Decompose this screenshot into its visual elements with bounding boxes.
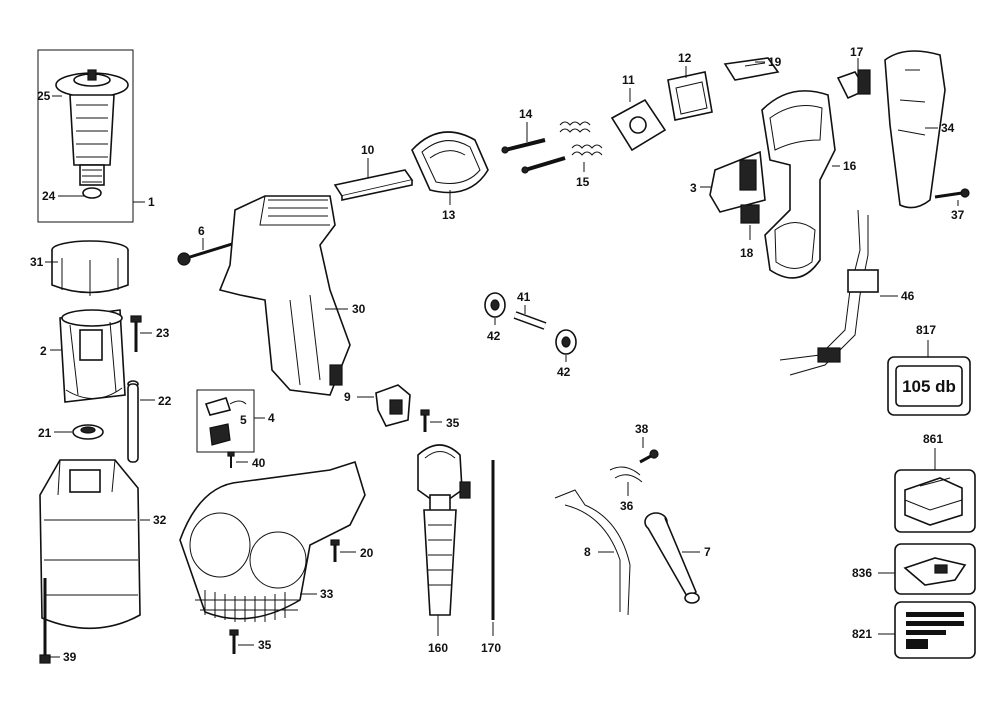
label-24: 24 [42,189,56,203]
wiring-harness-46 [779,209,898,376]
label-22: 22 [158,394,172,408]
cord-protector-7 [644,512,700,604]
label-42a: 42 [487,329,501,343]
gear-case-33 [179,460,366,622]
screw-37 [934,188,970,206]
bar-10 [333,158,414,201]
label-14: 14 [519,107,533,121]
label-13: 13 [442,208,456,222]
label-36: 36 [620,499,634,513]
decal-105db-text: 105 db [902,377,956,396]
label-2: 2 [40,344,47,358]
label-35a: 35 [446,416,460,430]
label-38: 38 [635,422,649,436]
label-9: 9 [344,390,351,404]
clamp-36 [609,466,643,496]
label-25: 25 [37,89,51,103]
label-6: 6 [198,224,205,238]
label-7: 7 [704,545,711,559]
screw-39 [39,578,60,664]
screw-40 [227,451,248,468]
label-35b: 35 [258,638,272,652]
label-21: 21 [38,426,52,440]
label-16: 16 [843,159,857,173]
handle-16 [761,90,840,279]
gear-housing [218,195,351,396]
label-31: 31 [30,255,44,269]
armature-assembly [37,49,145,223]
case-861 [894,448,976,533]
spring-15 [559,121,603,172]
baffle-ring [45,240,129,296]
screw-23 [130,315,152,352]
label-46: 46 [901,289,915,303]
screw-20 [330,539,356,562]
label-39: 39 [63,650,77,664]
label-10: 10 [361,143,375,157]
label-30: 30 [352,302,366,316]
cover-34 [884,50,946,209]
label-861: 861 [923,432,943,446]
label-34: 34 [941,121,955,135]
label-5: 5 [240,413,247,427]
label-17: 17 [850,45,864,59]
label-4: 4 [268,411,275,425]
bearing-42a [484,292,506,325]
bearing-42b [555,329,577,362]
label-817: 817 [916,323,936,337]
plate-11 [610,88,667,152]
label-41: 41 [517,290,531,304]
label-15: 15 [576,175,590,189]
pin-41 [513,305,547,330]
insert-836 [878,543,976,595]
label-11: 11 [622,73,635,87]
bracket-9 [357,384,411,427]
label-19: 19 [768,55,782,69]
screw-38 [639,437,659,464]
switch-assembly-4 [196,389,265,453]
label-160: 160 [428,641,448,655]
block-18 [740,204,760,240]
label-23: 23 [156,326,170,340]
label-8: 8 [584,545,591,559]
label-836: 836 [852,566,872,580]
label-821: 821 [852,627,872,641]
label-42b: 42 [557,365,571,379]
switch-3 [700,150,766,213]
decal-817 [887,340,971,416]
screw-35b [229,629,254,654]
side-handle-160 [417,444,471,636]
field-stator [50,309,126,403]
clip-19 [723,57,780,81]
tube-22 [127,380,155,463]
label-37: 37 [951,208,965,222]
brush-holder-17 [836,58,871,100]
label-32: 32 [153,513,167,527]
label-33: 33 [320,587,334,601]
label-170: 170 [481,641,501,655]
label-20: 20 [360,546,374,560]
label-18: 18 [740,246,754,260]
motor-housing [39,459,150,630]
block-12 [667,66,713,121]
label-plate-821 [878,601,976,659]
boot-13 [411,131,489,205]
screw-6 [177,238,246,266]
label-12: 12 [678,51,692,65]
label-40: 40 [252,456,266,470]
label-1: 1 [148,195,155,209]
screw-35a [420,409,442,432]
armature-frame [37,49,134,223]
cord-8 [554,489,631,616]
pin-14 [501,122,566,174]
label-3: 3 [690,181,697,195]
bearing-21 [54,424,104,440]
